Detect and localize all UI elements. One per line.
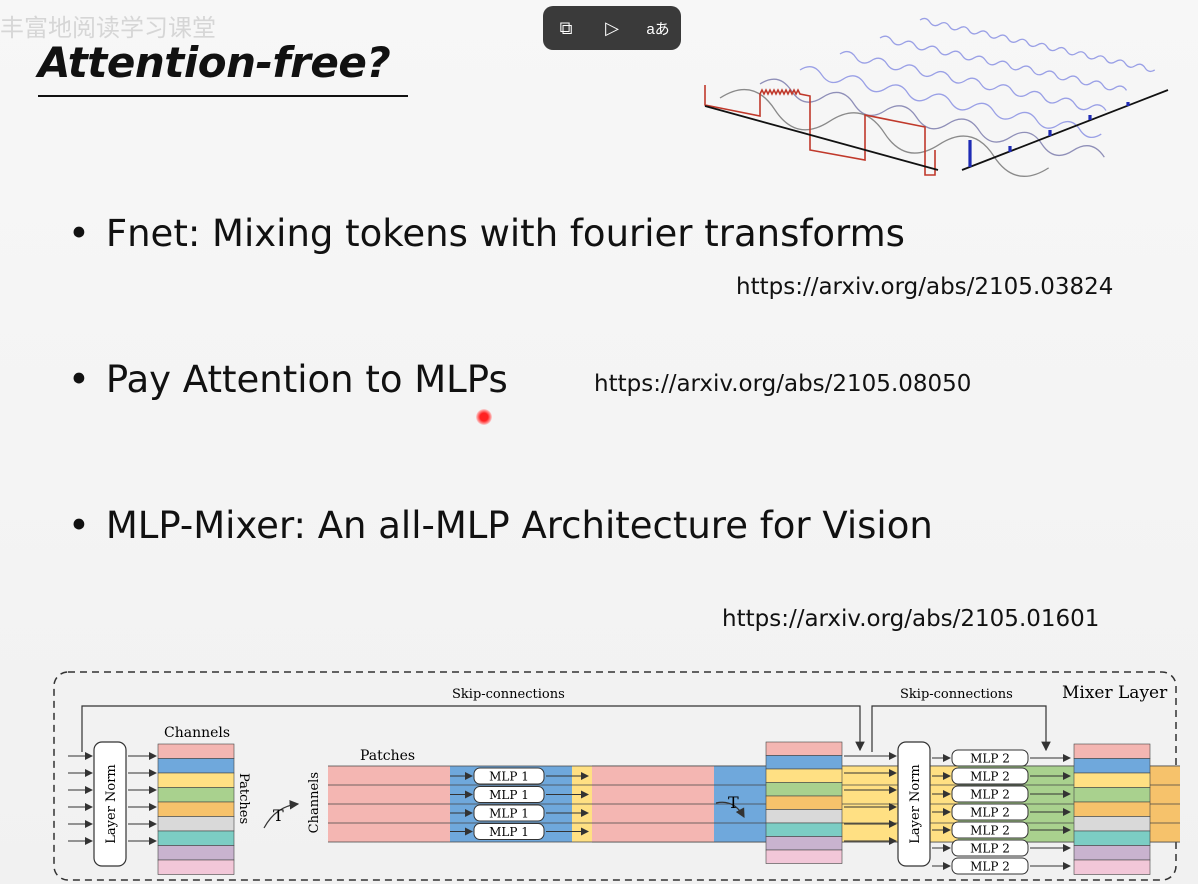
channel-row xyxy=(157,830,235,846)
transpose-label-1: T xyxy=(273,806,284,825)
skip-connection-1 xyxy=(81,705,865,752)
mlp2-block xyxy=(951,767,1029,785)
channel-row xyxy=(1073,816,1151,832)
channel-row xyxy=(765,755,843,770)
square-wave xyxy=(704,85,936,176)
channel-row xyxy=(1073,787,1151,803)
mlp2-label: MLP 2 xyxy=(970,752,1010,766)
channel-row xyxy=(157,787,235,803)
watermark-text: 丰富地阅读学习课堂 xyxy=(0,14,216,42)
channel-row xyxy=(765,809,843,824)
video-sparkle-icon[interactable]: ▷ xyxy=(605,17,619,38)
mlp2-block xyxy=(951,749,1029,767)
bullet-marker: • xyxy=(68,504,90,547)
bullet-gmlp: • Pay Attention to MLPs xyxy=(68,358,508,401)
bullet-marker: • xyxy=(68,358,90,401)
token-table-output xyxy=(1073,743,1151,875)
mlp1-block xyxy=(473,823,545,840)
layer-norm-2 xyxy=(897,741,931,867)
mlp2-label: MLP 2 xyxy=(970,806,1010,820)
skip-connections-label-left: Skip-connections xyxy=(452,687,565,702)
transpose-label-2: T xyxy=(728,793,739,812)
channel-row xyxy=(157,859,235,875)
mixer-layer-label: Mixer Layer xyxy=(1062,683,1168,703)
url-fnet[interactable]: https://arxiv.org/abs/2105.03824 xyxy=(736,274,1114,300)
channel-row xyxy=(1073,743,1151,759)
mlp2-block xyxy=(951,839,1029,857)
channel-row xyxy=(765,782,843,797)
channel-row xyxy=(157,845,235,861)
mlp1-label: MLP 1 xyxy=(489,770,529,784)
transpose-arrow-1 xyxy=(263,799,300,829)
mlp2-block xyxy=(951,857,1029,875)
url-mlp-mixer[interactable]: https://arxiv.org/abs/2105.01601 xyxy=(722,606,1100,632)
mlp2-blocks: MLP 2 MLP 2 MLP 2 MLP 2 MLP 2 MLP 2 MLP 2 xyxy=(932,749,1071,875)
channel-row xyxy=(157,758,235,774)
mlp1-label: MLP 1 xyxy=(489,788,529,802)
channel-row xyxy=(765,795,843,810)
channel-row xyxy=(1073,859,1151,875)
mlp2-block xyxy=(951,803,1029,821)
token-table-after-skip xyxy=(765,741,843,864)
channel-row xyxy=(765,741,843,756)
laser-pointer xyxy=(476,409,492,425)
sine-waves xyxy=(719,17,1156,177)
channel-row xyxy=(157,801,235,817)
mlp1-blocks: MLP 1 MLP 1 MLP 1 MLP 1 xyxy=(450,767,589,840)
channel-row xyxy=(157,772,235,788)
bullet-marker: • xyxy=(68,212,90,255)
channels-top-label: Channels xyxy=(164,725,230,741)
mlp1-label: MLP 1 xyxy=(489,807,529,821)
token-table-input xyxy=(157,743,235,875)
video-toolbar: ⧉ ▷ aあ xyxy=(543,6,681,50)
channels-side-label: Channels xyxy=(307,772,322,833)
channel-row xyxy=(157,743,235,759)
channel-row xyxy=(765,768,843,783)
time-axis xyxy=(704,105,939,171)
bullet-text: Fnet: Mixing tokens with fourier transfo… xyxy=(105,212,905,255)
spectrum-bars xyxy=(968,102,1130,167)
channel-row xyxy=(765,836,843,851)
mlp2-label: MLP 2 xyxy=(970,860,1010,874)
skip-connection-2 xyxy=(871,705,1051,752)
mlp1-block xyxy=(473,804,545,822)
bullet-mlp-mixer: • MLP-Mixer: An all-MLP Architecture for … xyxy=(68,504,933,547)
channel-row xyxy=(1073,830,1151,846)
freq-axis xyxy=(961,89,1169,171)
url-gmlp[interactable]: https://arxiv.org/abs/2105.08050 xyxy=(594,371,972,397)
bullet-text: MLP-Mixer: An all-MLP Architecture for V… xyxy=(105,504,933,547)
title-underline xyxy=(38,95,408,97)
mlp1-block xyxy=(473,767,545,785)
channel-row xyxy=(157,816,235,832)
mlp2-block xyxy=(951,785,1029,803)
bullet-text: Pay Attention to MLPs xyxy=(105,358,508,401)
channel-row xyxy=(1073,758,1151,774)
channel-row xyxy=(1073,845,1151,861)
layer-norm-1 xyxy=(93,741,127,867)
skip-connections-label-right: Skip-connections xyxy=(900,687,1013,702)
layer-norm-label-2: Layer Norm xyxy=(908,764,923,844)
mlp2-label: MLP 2 xyxy=(970,788,1010,802)
patches-top-label: Patches xyxy=(360,748,415,764)
layer-norm-label-1: Layer Norm xyxy=(104,764,119,844)
pip-exit-icon[interactable]: ⧉ xyxy=(559,17,573,38)
channel-row xyxy=(765,822,843,837)
mlp1-block xyxy=(473,786,545,803)
bullet-fnet: • Fnet: Mixing tokens with fourier transf… xyxy=(68,212,905,255)
mlp1-label: MLP 1 xyxy=(489,825,529,839)
mlp2-block xyxy=(951,821,1029,839)
mlp2-label: MLP 2 xyxy=(970,842,1010,856)
channel-row xyxy=(1073,801,1151,817)
mlp2-label: MLP 2 xyxy=(970,770,1010,784)
mlp-mixer-diagram: Mixer Layer Skip-connections Skip-connec… xyxy=(53,671,1180,881)
channel-row xyxy=(1073,772,1151,788)
patches-side-label: Patches xyxy=(236,773,251,824)
fourier-waves-figure xyxy=(704,17,1169,177)
transpose-arrow-2 xyxy=(715,801,745,819)
translate-icon[interactable]: aあ xyxy=(646,20,670,38)
slide-title: Attention-free? xyxy=(38,38,391,87)
mlp2-label: MLP 2 xyxy=(970,824,1010,838)
channel-row xyxy=(765,849,843,864)
